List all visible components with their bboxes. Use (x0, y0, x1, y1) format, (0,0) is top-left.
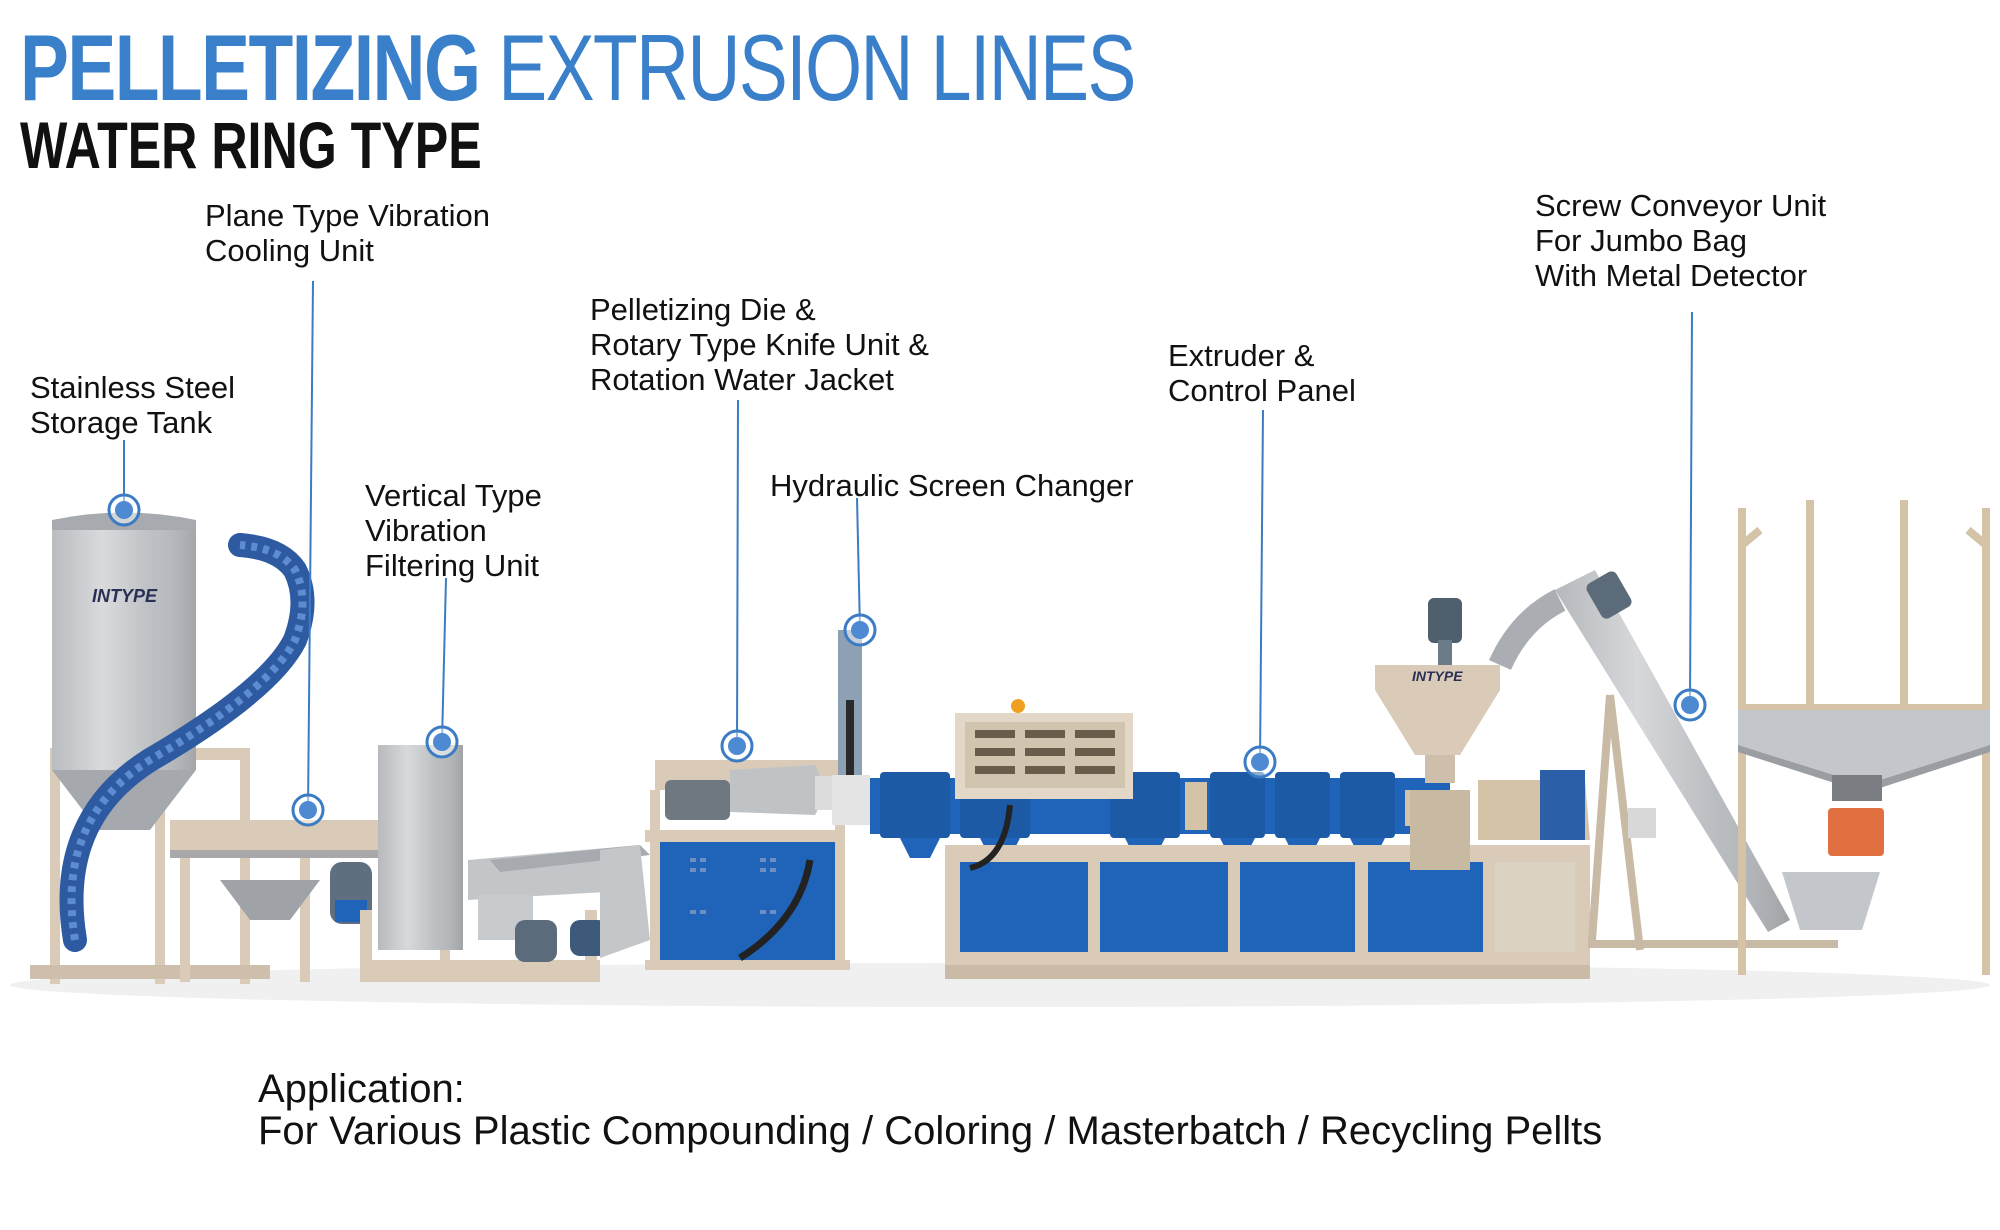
callout-line: Stainless Steel (30, 370, 236, 405)
leader-lines (123, 280, 1693, 811)
application-note: Application: For Various Plastic Compoun… (258, 1068, 1602, 1152)
callout-line: For Jumbo Bag (1535, 223, 1747, 258)
title-light: EXTRUSION LINES (498, 15, 1136, 120)
callout-plane-cooling: Plane Type Vibration Cooling Unit (205, 198, 490, 268)
callout-line: Cooling Unit (205, 233, 374, 268)
hopper-brand-logo: INTYPE (1412, 668, 1463, 684)
callout-extruder: Extruder & Control Panel (1168, 338, 1356, 408)
callout-line: Vibration (365, 513, 487, 548)
title-bold: PELLETIZING (20, 15, 481, 120)
callout-line: Storage Tank (30, 405, 213, 440)
vertical-filter-machine (360, 745, 650, 982)
application-heading: Application: (258, 1067, 465, 1111)
screw-conveyor-machine (1489, 500, 1990, 975)
callout-screw-conveyor: Screw Conveyor Unit For Jumbo Bag With M… (1535, 188, 1826, 293)
callout-vertical-filter: Vertical Type Vibration Filtering Unit (365, 478, 542, 583)
callout-line: Screw Conveyor Unit (1535, 188, 1827, 223)
screen-changer-machine (832, 630, 870, 825)
extruder-machine: INTYPE (870, 598, 1590, 979)
callout-line: Extruder & (1168, 338, 1315, 373)
callout-line: Pelletizing Die & (590, 292, 816, 327)
callout-line: Control Panel (1168, 373, 1356, 408)
callout-pelletizing-die: Pelletizing Die & Rotary Type Knife Unit… (590, 292, 929, 397)
callout-line: Hydraulic Screen Changer (770, 468, 1134, 503)
callout-line: Filtering Unit (365, 548, 539, 583)
application-text: For Various Plastic Compounding / Colori… (258, 1109, 1603, 1153)
page-title: PELLETIZING EXTRUSION LINES (20, 15, 1136, 120)
callout-line: Rotation Water Jacket (590, 362, 894, 397)
callout-line: Vertical Type (365, 478, 542, 513)
page-subtitle: WATER RING TYPE (20, 108, 482, 182)
pelletizer-machine (645, 760, 853, 970)
callout-line: With Metal Detector (1535, 258, 1808, 293)
storage-tank-machine: INTYPE (30, 512, 315, 984)
tank-brand-logo: INTYPE (92, 586, 158, 606)
callout-screen-changer: Hydraulic Screen Changer (770, 468, 1134, 503)
callout-line: Plane Type Vibration (205, 198, 490, 233)
callout-markers (107, 493, 1707, 827)
callout-storage-tank: Stainless Steel Storage Tank (30, 370, 235, 440)
callout-line: Rotary Type Knife Unit & (590, 327, 929, 362)
